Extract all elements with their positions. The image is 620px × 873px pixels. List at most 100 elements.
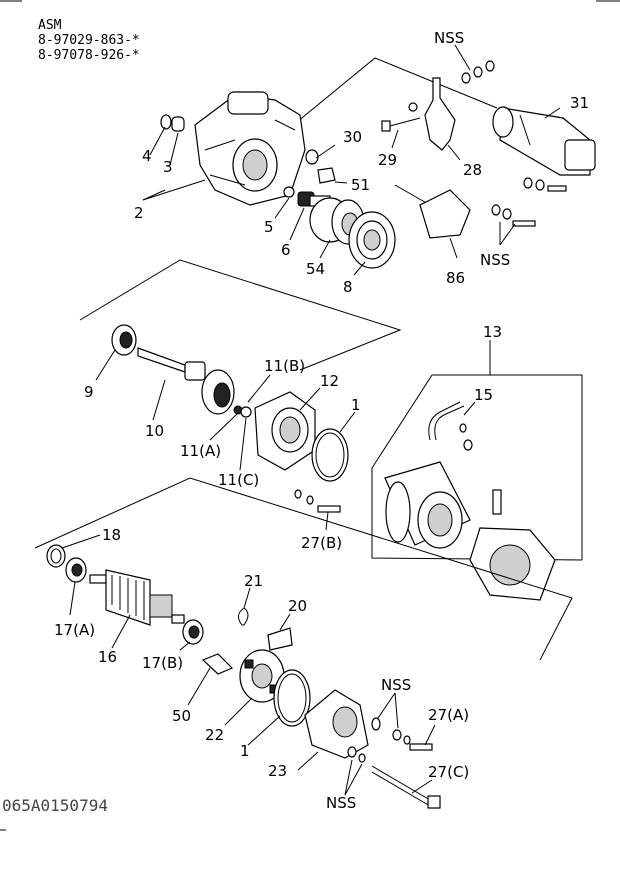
box-part-13 [432,374,583,560]
screw-yoke [492,489,502,515]
washer-15 [459,423,467,433]
label-part-2: 2 [134,204,144,222]
label-part-22: 22 [205,726,224,744]
label-part-8: 8 [343,278,353,296]
label-part-31: 31 [570,94,589,112]
washer-solenoid-2 [535,179,545,191]
label-nss-top: NSS [434,29,464,47]
center-housing-part-12 [254,391,316,471]
guide-line-bottom [34,477,573,661]
spring-part-21 [238,607,249,626]
label-part-23: 23 [268,762,287,780]
through-bolt-part-27c-b [371,771,431,807]
washer-part-4 [160,114,172,130]
washer-mid-2 [502,208,512,220]
label-part-27a: 27(A) [428,706,469,724]
bolt-part-27b [317,505,341,513]
label-part-3: 3 [163,158,173,176]
armature-part-16 [89,569,185,626]
label-part-1-upper: 1 [351,396,361,414]
washer-mid-1 [491,204,501,216]
end-cover-part-23 [304,689,369,759]
label-part-11c: 11(C) [218,471,259,489]
label-part-1-lower: 1 [240,742,250,760]
label-part-17b: 17(B) [142,654,183,672]
label-part-27c: 27(C) [428,763,469,781]
through-bolt-head [427,795,441,809]
field-coil-part [469,527,556,601]
leader-lines-bottom [61,534,436,796]
drive-housing-part [194,91,306,206]
assembly-part-number-2: 8-97078-926-* [38,48,140,63]
label-part-50: 50 [172,707,191,725]
label-part-27b: 27(B) [301,534,342,552]
label-part-54: 54 [306,260,325,278]
bolt-part-27a [409,743,433,751]
label-part-15: 15 [474,386,493,404]
o-ring-part-1-lower [273,669,311,727]
diagram-reference-code: 065A0150794 [2,796,108,815]
label-part-20: 20 [288,597,307,615]
label-part-11b: 11(B) [264,357,305,375]
ring-part-8 [348,211,396,269]
brush-part-20 [267,627,293,651]
nut-15 [463,439,473,451]
label-part-21: 21 [244,572,263,590]
washer-27b-1 [294,489,302,499]
label-part-10: 10 [145,422,164,440]
part-50 [201,653,234,675]
label-part-6: 6 [281,241,291,259]
guide-line-top-2 [394,184,431,206]
o-ring-inner [315,432,345,478]
washer-bottom-2 [392,729,402,741]
bearing-part-9 [111,324,137,356]
bolt-part-29 [381,102,421,132]
washer-bottom-3 [403,735,411,745]
label-part-18: 18 [102,526,121,544]
guide-line-mid [79,259,402,371]
guide-line-top [274,57,498,141]
label-nss-mid: NSS [480,251,510,269]
bolt-mid [512,220,536,227]
bushing-part-3 [171,116,185,132]
plug-part-30 [305,149,319,165]
label-part-16: 16 [98,648,117,666]
plug-part-51 [317,167,336,184]
lead-wire-part-15b [434,405,465,441]
label-nss-bottom-1: NSS [381,676,411,694]
lead-wire-part-15 [428,401,461,441]
washer-bottom-1 [371,717,381,731]
ring-part-5 [283,186,295,198]
washer-18-inner [50,548,62,564]
washer-solenoid-1 [523,177,533,189]
bolt-solenoid [547,185,567,192]
label-part-13: 13 [483,323,502,341]
label-part-11a: 11(A) [180,442,221,460]
label-part-30: 30 [343,128,362,146]
shift-lever-part-28 [424,77,456,151]
washer-set-nss-top [461,60,495,84]
bearing-17a-core [71,563,83,577]
label-part-9: 9 [84,383,94,401]
label-part-86: 86 [446,269,465,287]
label-part-12: 12 [320,372,339,390]
shaft-gear-part-10 [137,347,235,415]
washer-bottom-4 [347,746,357,758]
overrunning-clutch-part-54 [309,197,365,245]
o-ring-part-1 [311,428,349,482]
label-part-51: 51 [351,176,370,194]
brush-holder-part-22 [239,649,285,703]
yoke-field-part [384,461,471,549]
label-part-4: 4 [142,147,152,165]
label-part-28: 28 [463,161,482,179]
leader-lines-mid [95,340,491,531]
label-part-5: 5 [264,218,274,236]
ring-part-11c [240,406,252,418]
assembly-heading: ASM [38,18,62,33]
solenoid-part-31 [492,106,596,176]
bracket-part-86 [419,189,471,239]
washer-bottom-5 [358,753,366,763]
label-part-17a: 17(A) [54,621,95,639]
leader-lines-top [142,44,561,276]
